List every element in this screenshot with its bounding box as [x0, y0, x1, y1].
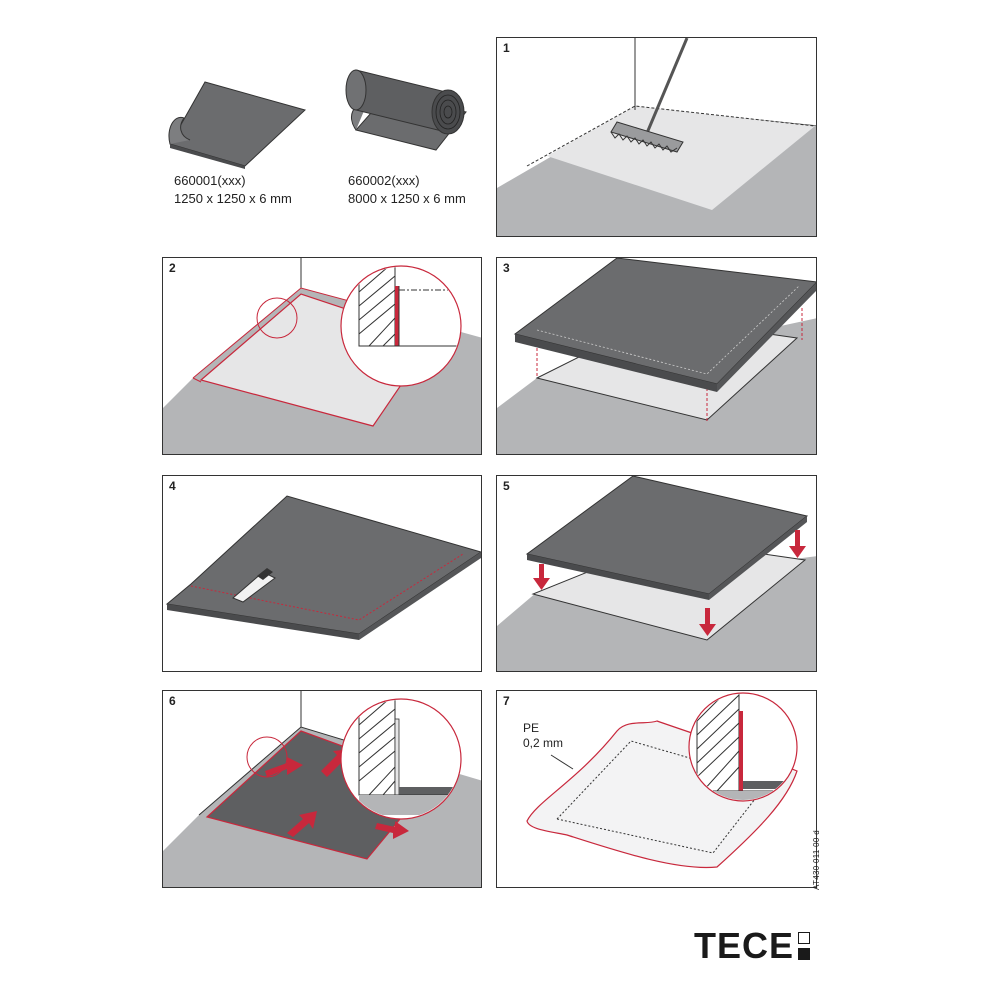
step-number: 3 — [503, 261, 510, 275]
product-dimensions: 8000 x 1250 x 6 mm — [348, 191, 466, 206]
brand-name: TECE — [694, 925, 795, 966]
step-panel-6: 6 — [162, 690, 482, 888]
step-panel-4: 4 — [162, 475, 482, 672]
step-panel-1: 1 — [496, 37, 817, 237]
step-number: 5 — [503, 479, 510, 493]
press-mat-arrows-icon — [163, 691, 481, 887]
product-dimensions: 1250 x 1250 x 6 mm — [174, 191, 292, 206]
step-number: 2 — [169, 261, 176, 275]
product-sheet — [160, 74, 320, 174]
step-number: 1 — [503, 41, 510, 55]
step-panel-2: 2 — [162, 257, 482, 455]
roll-illustration — [345, 69, 467, 151]
product-sheet-label: 660001(xxx) 1250 x 1250 x 6 mm — [174, 172, 292, 208]
step-number: 6 — [169, 694, 176, 708]
brand-mark-icon — [798, 932, 812, 962]
pe-film-material: PE — [523, 721, 540, 735]
broom-sweeping-icon — [497, 38, 816, 236]
step-number: 4 — [169, 479, 176, 493]
pe-film-thickness: 0,2 mm — [523, 736, 564, 750]
cutter-knife-icon — [165, 495, 481, 640]
product-roll-label: 660002(xxx) 8000 x 1250 x 6 mm — [348, 172, 466, 208]
lay-mat-arrows-icon — [497, 476, 816, 671]
step-number: 7 — [503, 694, 510, 708]
document-reference: AT430 011 00 d — [812, 830, 821, 890]
step-panel-3: 3 — [496, 257, 817, 455]
product-code: 660001(xxx) — [174, 173, 246, 188]
step-panel-7: 7 PE 0,2 mm — [496, 690, 817, 888]
brand-logo: TECE — [694, 928, 812, 964]
sheet-illustration — [168, 81, 306, 169]
position-mat-icon — [497, 258, 816, 454]
pe-film-label: PE 0,2 mm — [523, 721, 563, 751]
product-code: 660002(xxx) — [348, 173, 420, 188]
step-panel-5: 5 — [496, 475, 817, 672]
pe-film-cover-icon — [526, 692, 798, 869]
product-roll — [336, 50, 486, 170]
measure-edge-detail-icon — [163, 258, 481, 454]
